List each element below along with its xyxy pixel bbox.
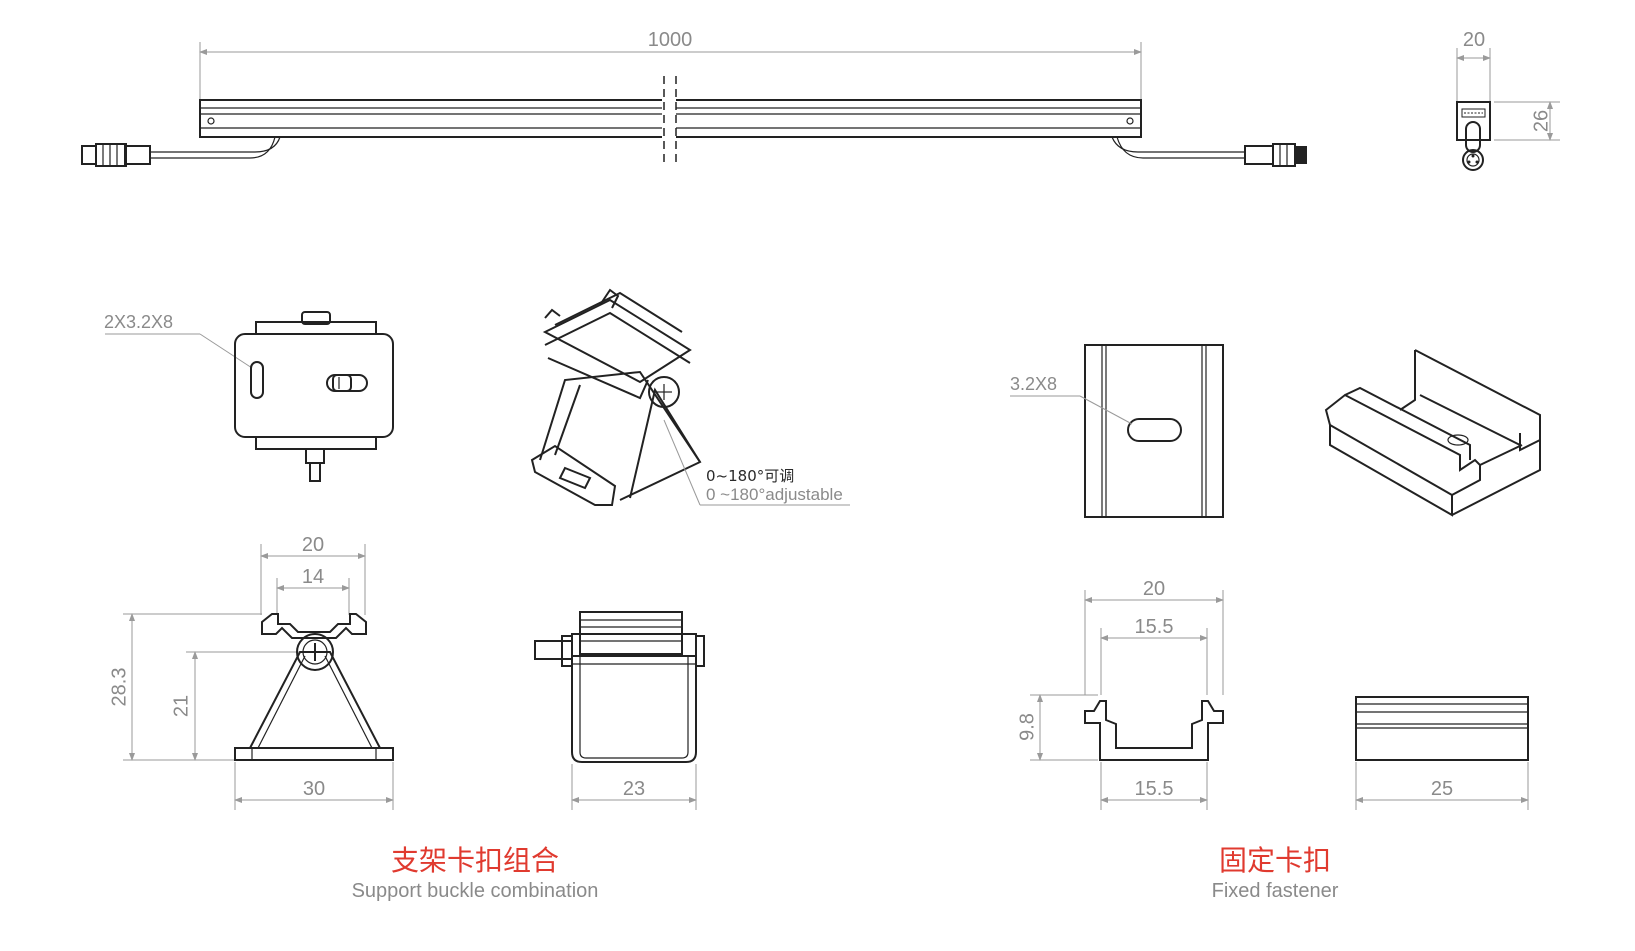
light-bar-end-view: 20 26 xyxy=(1456,29,1560,171)
fastener-front-view: 20 15.5 9.8 15.5 xyxy=(1016,578,1224,810)
fastener-inner-top-dim: 15.5 xyxy=(1135,616,1174,638)
fastener-height-dim: 9.8 xyxy=(1016,713,1038,741)
bracket-top-view: 2X3.2X8 xyxy=(104,311,394,482)
fixed-fastener-caption-en: Fixed fastener xyxy=(1212,880,1339,902)
end-height-dimension: 26 xyxy=(1530,110,1552,132)
bracket-base-width-dim: 30 xyxy=(303,778,325,800)
bracket-side-view: 23 xyxy=(534,611,705,810)
support-buckle-caption-cn: 支架卡扣组合 xyxy=(391,844,559,877)
bracket-isometric-view: 0~180°可调 0 ~180°adjustable xyxy=(530,288,850,506)
fixed-fastener-caption-cn: 固定卡扣 xyxy=(1219,844,1331,877)
rotation-note-en: 0 ~180°adjustable xyxy=(706,485,843,504)
fastener-side-view: 25 xyxy=(1355,696,1529,810)
bracket-inner-width-dim: 14 xyxy=(302,566,324,588)
fastener-isometric-view xyxy=(1324,349,1541,517)
fastener-top-view: 3.2X8 xyxy=(1010,344,1224,518)
light-bar-top-view: 1000 xyxy=(81,29,1307,167)
bracket-pivot-height-dim: 21 xyxy=(170,695,192,717)
fastener-length-dim: 25 xyxy=(1431,778,1453,800)
length-dimension: 1000 xyxy=(648,29,693,51)
bracket-top-width-dim: 20 xyxy=(302,534,324,556)
bracket-side-width-dim: 23 xyxy=(623,778,645,800)
bracket-total-height-dim: 28.3 xyxy=(108,668,130,707)
bracket-front-view: 20 14 28.3 21 30 xyxy=(108,534,394,810)
bracket-hole-callout: 2X3.2X8 xyxy=(104,312,173,332)
support-buckle-caption-en: Support buckle combination xyxy=(352,880,599,902)
end-width-dimension: 20 xyxy=(1463,29,1485,51)
fastener-inner-bottom-dim: 15.5 xyxy=(1135,778,1174,800)
rotation-note-cn: 0~180°可调 xyxy=(706,467,794,485)
fastener-hole-callout: 3.2X8 xyxy=(1010,374,1057,394)
fastener-outer-width-dim: 20 xyxy=(1143,578,1165,600)
